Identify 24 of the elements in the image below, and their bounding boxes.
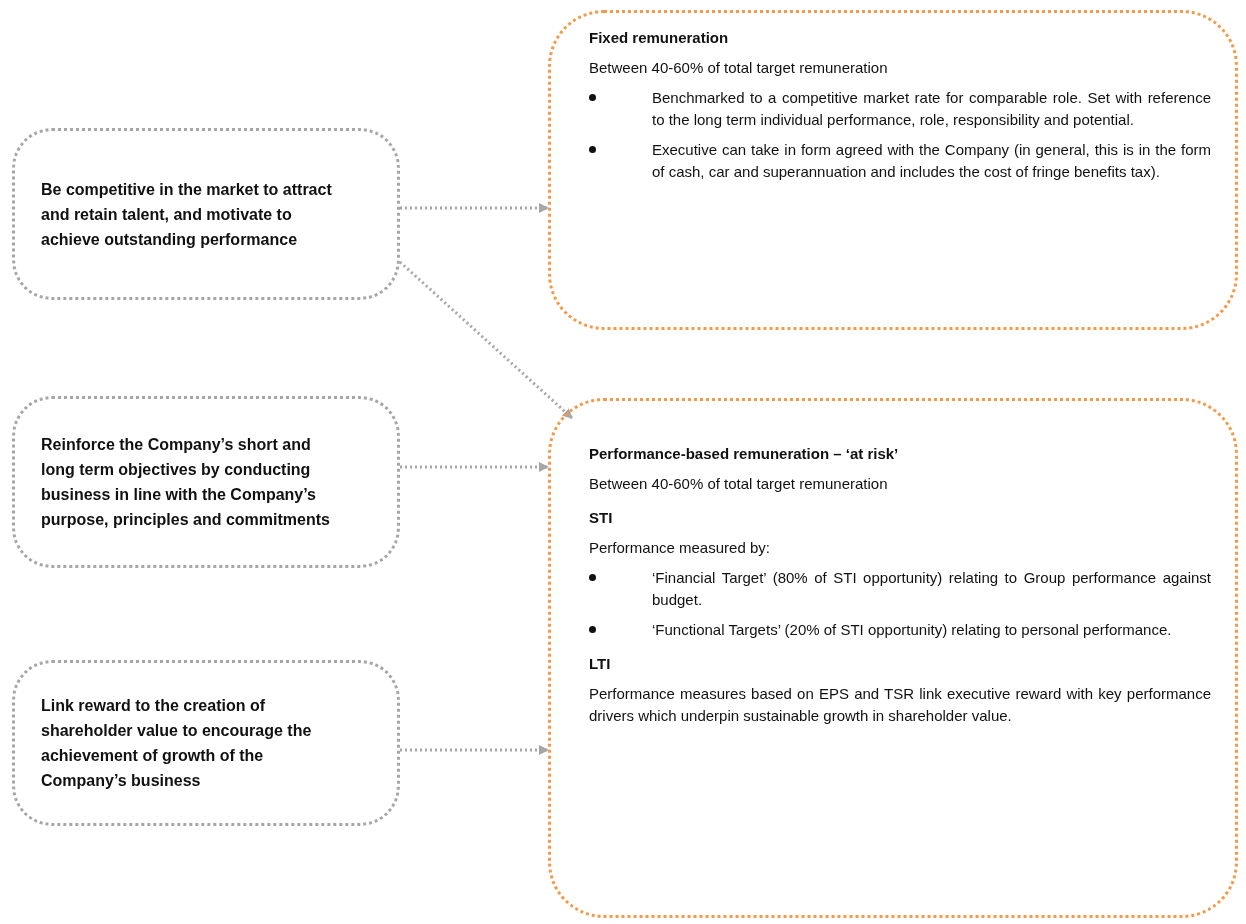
section-heading: Fixed remuneration	[589, 28, 730, 48]
arrow	[400, 745, 549, 755]
bullet-text: Benchmarked to a competitive market rate for comparable role. Set with reference to the long term individual performance, role, responsibility and potential.	[652, 88, 1211, 130]
arrow	[400, 462, 549, 472]
bullet-text: ‘Financial Target’ (80% of STI opportunity) relating to Group performance against budget.	[652, 568, 1211, 610]
body-text: Performance measures based on EPS and TSR link executive reward with key performance drivers which underpin sustainable growth in shareholder value.	[589, 684, 1211, 726]
remuneration-box	[548, 10, 1238, 330]
body-text: Performance measured by:	[589, 538, 771, 558]
objective-box	[12, 660, 400, 826]
arrow	[399, 260, 573, 420]
section-heading: LTI	[589, 654, 612, 674]
objective-text: Reinforce the Company’s short and long term objectives by conducting business in line with the Company’s purpose, principles and commitments	[41, 435, 331, 530]
bullet-text: ‘Functional Targets’ (20% of STI opportunity) relating to personal performance.	[652, 620, 1172, 640]
bullet-text: Executive can take in form agreed with the Company (in general, this is in the form of cash, car and superannuation and includes the cost of fringe benefits tax).	[652, 140, 1211, 182]
body-text: Between 40-60% of total target remuneration	[589, 474, 889, 494]
objective-box	[12, 396, 400, 568]
objective-box	[12, 128, 400, 300]
objective-text: Link reward to the creation of shareholder value to encourage the achievement of growth of the Company’s business	[41, 696, 313, 791]
objective-text: Be competitive in the market to attract and retain talent, and motivate to achieve outstanding performance	[41, 179, 333, 250]
section-heading: Performance-based remuneration – ‘at risk’	[589, 444, 900, 464]
arrow	[400, 203, 549, 213]
remuneration-box	[548, 398, 1238, 918]
body-text: Between 40-60% of total target remuneration	[589, 58, 889, 78]
section-heading: STI	[589, 508, 614, 528]
